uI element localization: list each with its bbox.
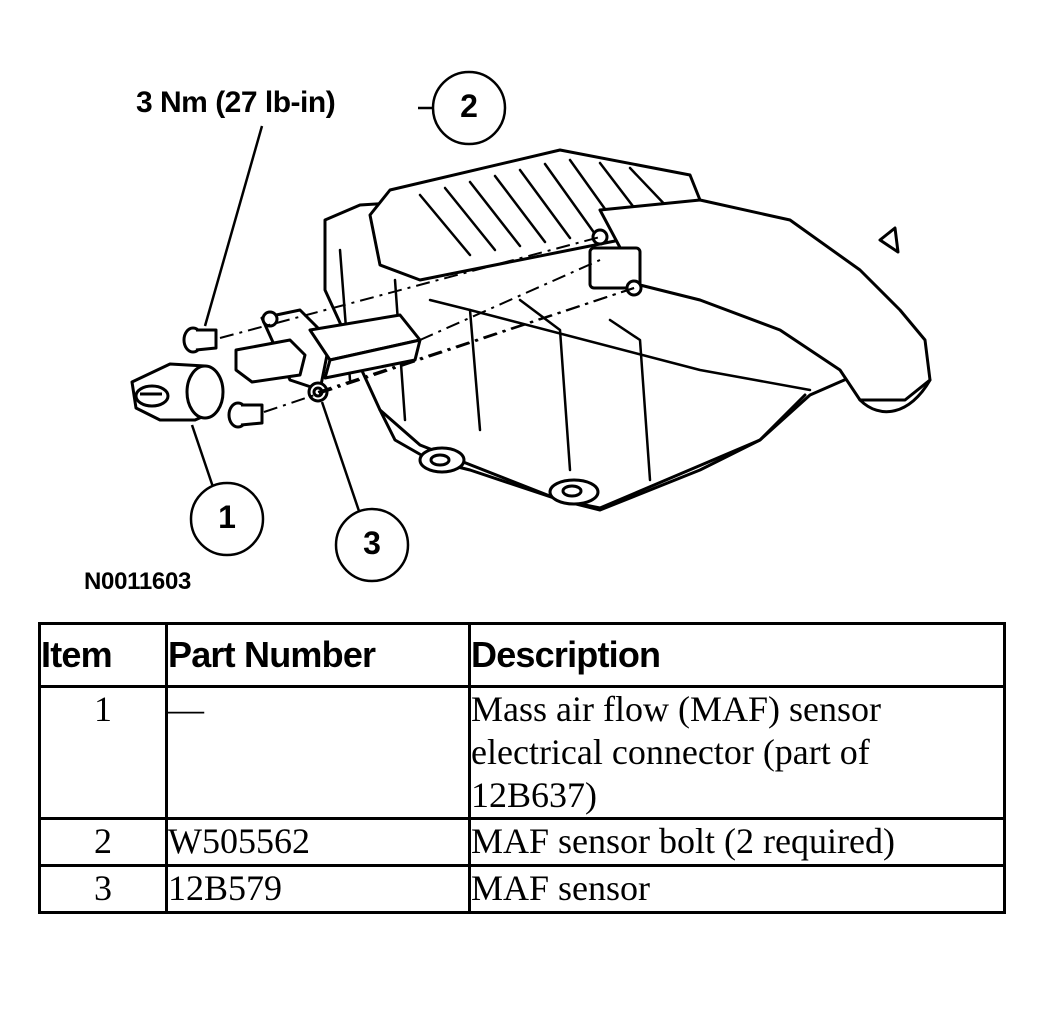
row-item: 3 bbox=[38, 864, 168, 914]
row-description: MAF sensor bolt (2 required) bbox=[468, 817, 1006, 867]
row-item: 2 bbox=[38, 817, 168, 867]
row-part-number: — bbox=[165, 685, 471, 820]
row-item: 1 bbox=[38, 685, 168, 820]
table-row: 1 — Mass air flow (MAF) sensor electrica… bbox=[38, 685, 1006, 820]
header-item: Item bbox=[38, 622, 168, 688]
maf-sensor-exploded-illustration bbox=[130, 70, 932, 583]
header-description: Description bbox=[468, 622, 1006, 688]
figure-id: N0011603 bbox=[84, 568, 192, 595]
header-part-number: Part Number bbox=[165, 622, 471, 688]
table-header-row: Item Part Number Description bbox=[38, 622, 1006, 688]
table-row: 2 W505562 MAF sensor bolt (2 required) bbox=[38, 817, 1006, 867]
callout-3: 3 bbox=[363, 525, 381, 561]
bolt-parts bbox=[182, 326, 264, 429]
row-part-number: 12B579 bbox=[165, 864, 471, 914]
row-part-number: W505562 bbox=[165, 817, 471, 867]
callout-1: 1 bbox=[218, 499, 236, 535]
outlet-duct bbox=[598, 198, 932, 402]
parts-table: Item Part Number Description 1 — Mass ai… bbox=[38, 622, 1006, 914]
row-description: MAF sensor bbox=[468, 864, 1006, 914]
table-row: 3 12B579 MAF sensor bbox=[38, 864, 1006, 914]
electrical-connector-part bbox=[130, 362, 225, 422]
row-description: Mass air flow (MAF) sensor electrical co… bbox=[468, 685, 1006, 820]
callout-2: 2 bbox=[460, 88, 478, 124]
torque-spec-label: 3 Nm (27 lb-in) bbox=[136, 86, 336, 119]
maf-sensor-part bbox=[234, 308, 422, 403]
